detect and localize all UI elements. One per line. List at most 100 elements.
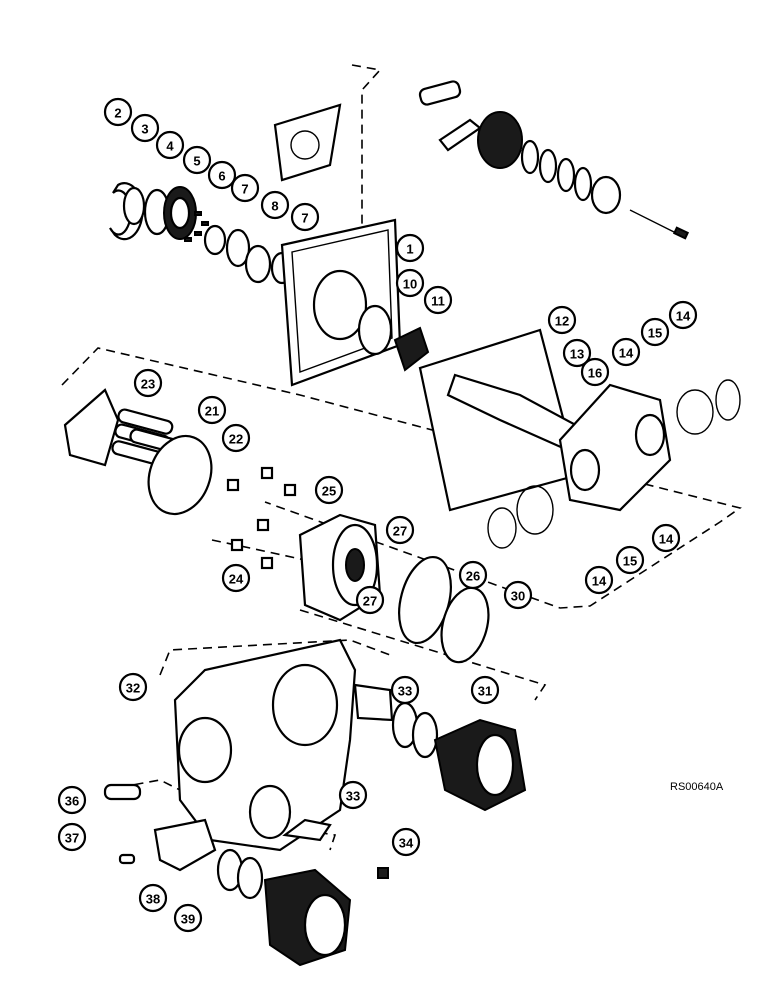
callout-circle [197, 395, 227, 425]
callout-c34: 34 [391, 827, 421, 857]
callout-c39: 39 [173, 903, 203, 933]
cover-plate-group [273, 103, 430, 387]
callout-c32: 32 [118, 672, 148, 702]
callout-number: 6 [218, 169, 225, 184]
callout-c30: 30 [503, 580, 533, 610]
callout-c1: 1 [395, 233, 425, 263]
pin-38 [118, 853, 136, 865]
callout-c14b: 14 [611, 337, 641, 367]
callout-number: 31 [478, 684, 492, 699]
callout-number: 27 [363, 594, 377, 609]
callout-number: 3 [141, 122, 148, 137]
callout-c14c: 14 [651, 523, 681, 553]
callout-c27b: 27 [355, 585, 385, 615]
plate-23 [63, 388, 120, 467]
callout-circle [395, 268, 425, 298]
callout-number: 8 [271, 199, 278, 214]
callout-c14d: 14 [584, 565, 614, 595]
top-right-kit [418, 80, 690, 240]
callout-circle [562, 338, 592, 368]
callout-circle [390, 675, 420, 705]
callout-circle [290, 202, 320, 232]
callout-number: 5 [193, 154, 200, 169]
callout-c22: 22 [221, 423, 251, 453]
spool-39 [153, 818, 217, 872]
callout-number: 24 [229, 572, 244, 587]
callout-c21: 21 [197, 395, 227, 425]
callout-number: 33 [346, 789, 360, 804]
callout-circle [395, 233, 425, 263]
callout-c33b: 33 [338, 780, 368, 810]
callout-c25: 25 [314, 475, 344, 505]
callout-number: 27 [393, 524, 407, 539]
callout-number: 26 [466, 569, 480, 584]
callout-circle [640, 317, 670, 347]
callout-circle [470, 675, 500, 705]
callout-circle [547, 305, 577, 335]
callout-circle [314, 475, 344, 505]
callout-c16: 16 [580, 357, 610, 387]
callout-c15a: 15 [640, 317, 670, 347]
callout-circle [611, 337, 641, 367]
callout-c31: 31 [470, 675, 500, 705]
callout-c4: 4 [155, 130, 185, 160]
callout-circle [580, 357, 610, 387]
pins-6 [184, 211, 209, 242]
callout-c37: 37 [57, 822, 87, 852]
callout-number: 2 [114, 106, 121, 121]
callout-c12: 12 [547, 305, 577, 335]
callout-c3: 3 [130, 113, 160, 143]
callout-number: 11 [431, 294, 445, 309]
coupler-11 [393, 326, 430, 372]
bearing-cup-33b [282, 818, 332, 842]
callout-c24: 24 [221, 563, 251, 593]
callout-number: 16 [588, 366, 602, 381]
callout-c26: 26 [458, 560, 488, 590]
callout-circle [668, 300, 698, 330]
callout-number: 4 [166, 139, 174, 154]
callout-circle [615, 545, 645, 575]
ring-3 [122, 186, 146, 226]
callout-number: 32 [126, 681, 140, 696]
callout-circle [391, 827, 421, 857]
callout-c10: 10 [395, 268, 425, 298]
callout-number: 22 [229, 432, 243, 447]
link-36 [103, 783, 142, 801]
callout-circle [503, 580, 533, 610]
callout-circle [260, 190, 290, 220]
gasket-top [273, 103, 342, 182]
callout-number: 14 [659, 532, 674, 547]
callout-circle [207, 160, 237, 190]
callout-circle [173, 903, 203, 933]
callout-number: 30 [511, 589, 525, 604]
callout-number: 34 [399, 836, 414, 851]
callout-circle [338, 780, 368, 810]
callout-circle [651, 523, 681, 553]
callout-number: 36 [65, 794, 79, 809]
callout-number: 23 [141, 377, 155, 392]
callout-number: 7 [301, 211, 308, 226]
callout-c7a: 7 [230, 173, 260, 203]
callout-circle [355, 585, 385, 615]
callout-c33a: 33 [390, 675, 420, 705]
callout-c11: 11 [423, 285, 453, 315]
callout-c6: 6 [207, 160, 237, 190]
callout-circle [230, 173, 260, 203]
callout-circle [221, 563, 251, 593]
callout-circle [385, 515, 415, 545]
callout-circle [103, 97, 133, 127]
callout-number: 33 [398, 684, 412, 699]
callout-circle [57, 785, 87, 815]
callout-number: 15 [623, 554, 637, 569]
seal-stack-group [109, 182, 294, 285]
callout-number: 12 [555, 314, 569, 329]
callout-c36: 36 [57, 785, 87, 815]
callout-circle [155, 130, 185, 160]
shaft-group [418, 328, 741, 549]
hardware-24 [226, 466, 297, 570]
assembly-guide-lines [61, 64, 742, 851]
callout-number: 15 [648, 326, 662, 341]
bearing-cup-33a [353, 683, 394, 722]
